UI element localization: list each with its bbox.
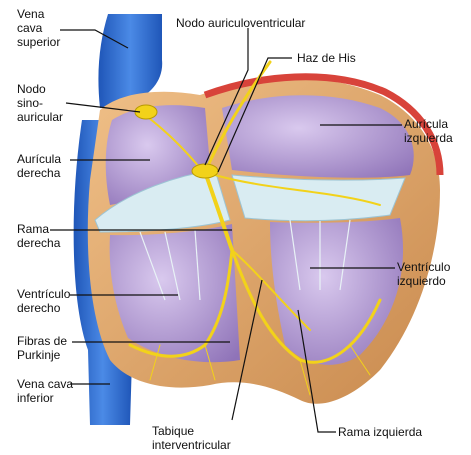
label-haz-de-his: Haz de His <box>297 51 356 65</box>
label-ventriculo-izquierdo: Ventrículo izquierdo <box>397 260 450 288</box>
label-vena-cava-inferior: Vena cava inferior <box>17 377 73 405</box>
label-rama-derecha: Rama derecha <box>17 222 60 250</box>
label-rama-izquierda: Rama izquierda <box>338 425 422 439</box>
label-auricula-izquierda: Aurícula izquierda <box>404 117 453 145</box>
label-auricula-derecha: Aurícula derecha <box>17 152 61 180</box>
label-vena-cava-superior: Vena cava superior <box>17 7 60 49</box>
label-nodo-sinoauricular: Nodo sino- auricular <box>17 82 63 124</box>
label-tabique-interventricular: Tabique interventricular <box>152 424 231 452</box>
label-fibras-purkinje: Fibras de Purkinje <box>17 334 67 362</box>
label-nodo-auriculoventricular: Nodo auriculoventricular <box>176 16 305 30</box>
label-ventriculo-derecho: Ventrículo derecho <box>17 287 70 315</box>
mitral-valve <box>232 175 405 221</box>
atrioventricular-node <box>192 164 218 178</box>
